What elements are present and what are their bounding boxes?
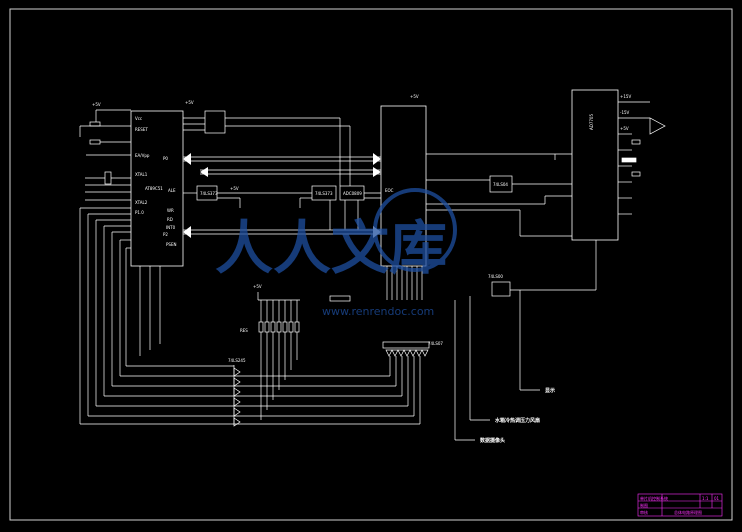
drawing-border [9, 8, 733, 521]
return-loops [79, 207, 540, 441]
bus-wires [183, 117, 381, 235]
output-label-1: 显示 [545, 387, 555, 394]
vcc-r2-label: -15V [620, 110, 630, 115]
titleblock-scale: 1:1 [702, 496, 709, 501]
adc-label: ADC0809 [343, 191, 362, 196]
watermark-url: www.renrendoc.com [322, 305, 434, 318]
vcc-top-label: +5V [185, 100, 194, 105]
titleblock-sheet: 01 [714, 496, 720, 501]
p2-label: P2 [163, 232, 168, 237]
vcc-left-label: +5V [92, 102, 101, 107]
central-pins [386, 266, 423, 300]
mcu-label: AT89C51 [145, 186, 163, 191]
resistor-network [257, 292, 300, 420]
mcu-chip [130, 110, 184, 267]
ale-label: ALE [168, 188, 176, 193]
right-chip-label: AD7705 [589, 114, 594, 130]
titleblock-title: 单片机控制系统 [640, 495, 668, 501]
vcc-r1-label: +15V [620, 94, 631, 99]
opamp-symbol [621, 117, 666, 177]
middle-wires [183, 192, 381, 230]
output-label-3: 数据摄像头 [480, 437, 505, 444]
res-label: RES [240, 328, 248, 333]
p0-label: P0 [163, 156, 168, 161]
series-resistor [329, 295, 351, 302]
vcc-pin-label: Vcc [135, 116, 142, 121]
right-wires [426, 101, 650, 291]
watermark-text: 人人文库 [215, 214, 447, 282]
adc-side-label: EOC [385, 188, 394, 193]
int0-label: INT0 [166, 225, 176, 230]
latch-top [204, 110, 226, 134]
rd-label: RD [167, 217, 173, 222]
led-driver-lines [233, 365, 241, 427]
watermark: 人人文库 www.renrendoc.com [215, 188, 457, 318]
gate-label: 74LS04 [493, 182, 508, 187]
buzzer-chip-label: 74LS00 [488, 274, 503, 279]
titleblock-drawing: 总体电路原理图 [674, 509, 702, 515]
output-label-2: 水箱冷热调压力风扇 [494, 417, 540, 424]
latch2-label: 74LS373 [315, 191, 333, 196]
vcc-central-label: +5V [410, 94, 419, 99]
central-chip [380, 105, 427, 267]
vcc-r3-label: +5V [620, 126, 629, 131]
titleblock-row3: 审核 [640, 509, 648, 515]
xtal2-label: XTAL2 [135, 200, 148, 205]
buzzer-chip [491, 281, 511, 297]
driver-label: 74LS245 [228, 358, 246, 363]
right-chip [571, 89, 619, 241]
vcc-mid-label: +5V [230, 186, 239, 191]
crystal-circuit [85, 171, 131, 201]
vcc-res-label: +5V [253, 284, 262, 289]
buffer-label: 74LS07 [428, 341, 443, 346]
psen-label: PSEN [166, 242, 176, 247]
reset-circuit [79, 109, 131, 156]
buffer-gates [382, 341, 430, 357]
rst-pin-label: RESET [135, 127, 148, 132]
title-block [637, 493, 723, 517]
titleblock-row2: 制图 [640, 502, 648, 508]
ea-pin-label: EA/Vpp [135, 153, 150, 158]
xtal1-label: XTAL1 [135, 172, 148, 177]
p1-label: P1.0 [135, 210, 144, 215]
wr-label: WR [167, 208, 174, 213]
latch1-label: 74LS373 [200, 191, 218, 196]
